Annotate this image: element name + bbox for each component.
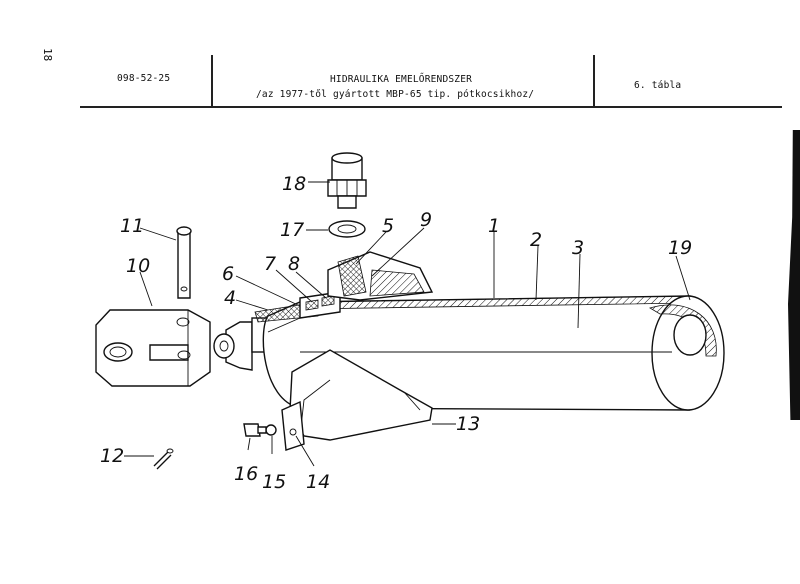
- gland-assembly: [254, 291, 341, 323]
- callout-15: 15: [262, 471, 286, 493]
- callout-14: 14: [306, 471, 330, 493]
- header-divider-left: [211, 55, 213, 107]
- title-line-2: /az 1977-től gyártott MBP-65 tip. pótkoc…: [256, 89, 535, 100]
- callout-4: 4: [224, 287, 236, 309]
- callout-17: 17: [280, 219, 304, 241]
- callout-16: 16: [234, 463, 258, 485]
- callout-2: 2: [530, 229, 542, 251]
- callout-19: 19: [668, 237, 692, 259]
- drawing-code: 098-52-25: [117, 73, 171, 84]
- callout-13: 13: [456, 413, 480, 435]
- hose-fitting: [327, 152, 367, 209]
- callout-9: 9: [420, 209, 432, 231]
- table-number: 6. tábla: [634, 80, 682, 91]
- leader-lines: [124, 181, 691, 467]
- sealing-washer: [328, 220, 366, 238]
- header-divider-right: [593, 55, 595, 107]
- callout-7: 7: [264, 253, 276, 275]
- port-block: [327, 251, 434, 301]
- callout-1: 1: [488, 215, 500, 237]
- callout-18: 18: [282, 173, 306, 195]
- callout-5: 5: [382, 215, 394, 237]
- callout-10: 10: [126, 255, 150, 277]
- callout-11: 11: [120, 215, 144, 237]
- callout-3: 3: [572, 237, 584, 259]
- callout-6: 6: [222, 263, 234, 285]
- callout-12: 12: [100, 445, 124, 467]
- callout-8: 8: [288, 253, 300, 275]
- pin: [176, 226, 192, 299]
- title-line-1: HIDRAULIKA EMELŐRENDSZER: [330, 74, 473, 85]
- clevis-bracket: [95, 309, 211, 387]
- fastener-set: [243, 400, 305, 451]
- cotter-pin: [153, 448, 174, 470]
- header-bottom-rule: [80, 106, 782, 108]
